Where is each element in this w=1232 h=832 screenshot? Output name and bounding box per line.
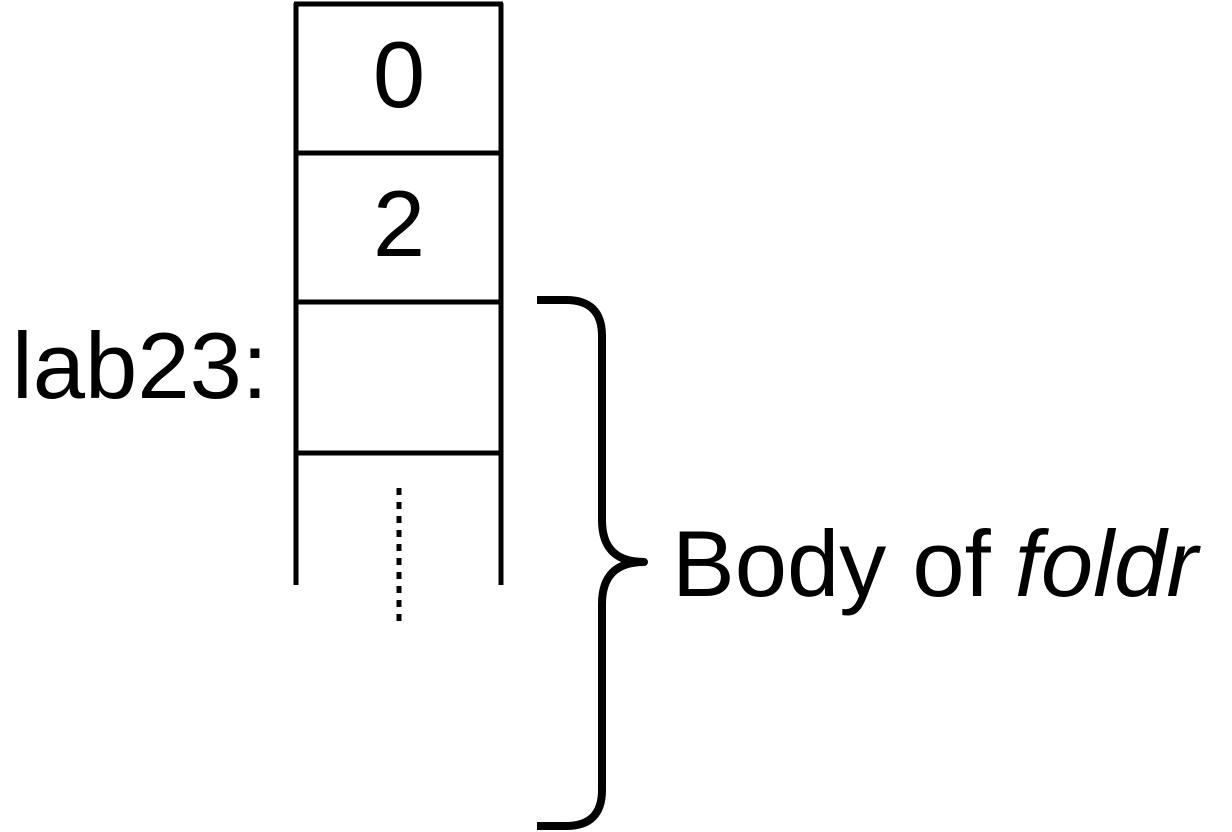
brace-annotation-plain: Body of [672, 511, 992, 616]
stack-cell-0-value: 0 [373, 22, 425, 127]
stack-cell-1-value: 2 [373, 171, 425, 276]
brace-annotation-italic: foldr [1015, 511, 1202, 616]
cell-label: lab23: [12, 313, 268, 418]
body-brace [537, 296, 648, 830]
